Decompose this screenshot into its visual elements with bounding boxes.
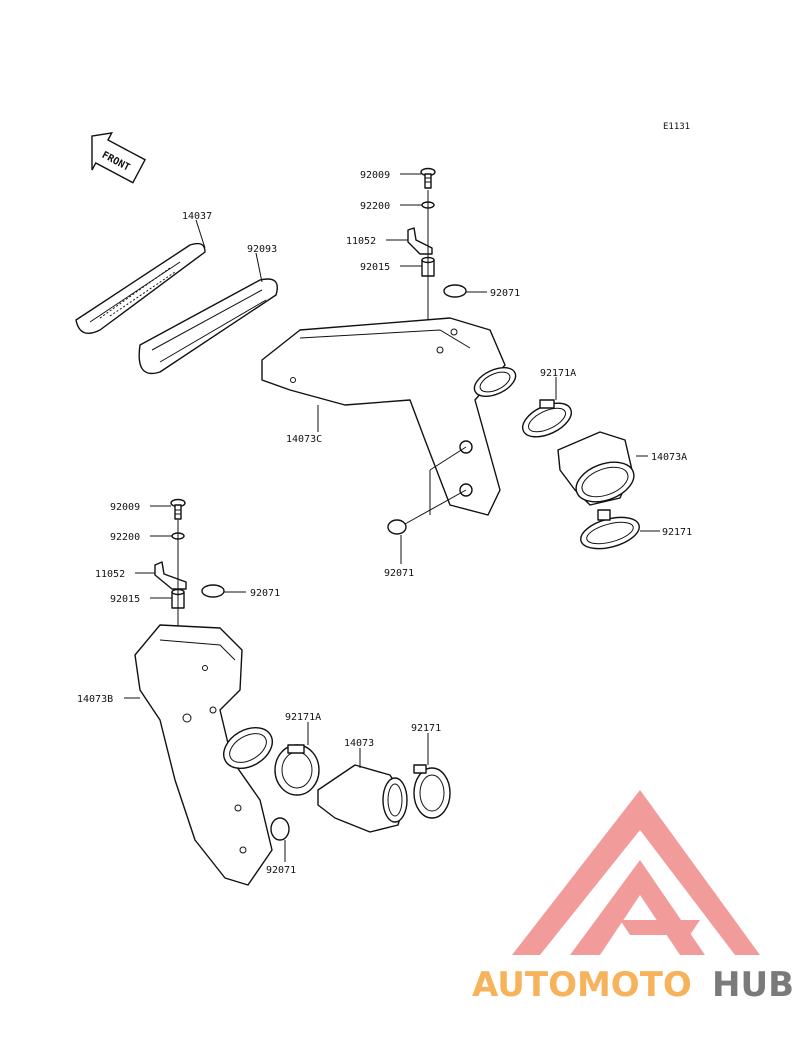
- label-92171a-top: 92171A: [540, 368, 576, 379]
- label-92071-mid: 92071: [384, 568, 414, 579]
- bracket-11052-bottom: [154, 561, 187, 590]
- seal-14037: [75, 242, 206, 334]
- label-92009-bottom: 92009: [110, 502, 140, 513]
- label-92071-bottom: 92071: [266, 865, 296, 876]
- label-11052-bottom: 11052: [95, 569, 125, 580]
- label-14073c: 14073C: [286, 434, 322, 445]
- label-11052-top: 11052: [346, 236, 376, 247]
- label-92009-top: 92009: [360, 170, 390, 181]
- label-92200-top: 92200: [360, 201, 390, 212]
- label-92093: 92093: [247, 244, 277, 255]
- grommet-92071-bottom: [270, 817, 290, 841]
- label-92171-top: 92171: [662, 527, 692, 538]
- label-92171-bottom: 92171: [411, 723, 441, 734]
- band-92093: [138, 278, 278, 375]
- grommet-92071-top: [443, 284, 467, 298]
- joint-14073: [317, 764, 408, 833]
- label-92071-grommet-bottom: 92071: [250, 588, 280, 599]
- label-14073: 14073: [344, 738, 374, 749]
- joint-14073a: [557, 431, 635, 506]
- front-arrow-icon: FRONT: [91, 132, 147, 184]
- clamp-92171-bottom: [413, 764, 451, 819]
- label-92200-bottom: 92200: [110, 532, 140, 543]
- label-14037: 14037: [182, 211, 212, 222]
- label-14073b: 14073B: [77, 694, 113, 705]
- bolt-92009-bottom: [170, 498, 186, 520]
- clamp-92171a-bottom: [274, 744, 320, 796]
- clamp-92171a-top: [522, 399, 572, 438]
- grommet-92071-mid: [387, 519, 407, 535]
- bracket-11052-top: [407, 227, 433, 255]
- watermark-logo: [512, 790, 760, 955]
- duct-14073b: [134, 624, 273, 886]
- duct-14073c: [261, 317, 517, 516]
- label-92171a-bottom: 92171A: [285, 712, 321, 723]
- bolt-92009-top: [420, 167, 436, 189]
- watermark-text-hub: HUB: [712, 965, 794, 1005]
- label-92015-top: 92015: [360, 262, 390, 273]
- watermark-text-auto: AUTOMOTO: [472, 965, 692, 1005]
- label-92015-bottom: 92015: [110, 594, 140, 605]
- clamp-92171-top: [580, 509, 640, 550]
- grommet-92071-bottom-top: [201, 584, 225, 598]
- label-14073a: 14073A: [651, 452, 687, 463]
- diagram-code: E1131: [663, 122, 690, 132]
- label-92071-grommet-top: 92071: [490, 288, 520, 299]
